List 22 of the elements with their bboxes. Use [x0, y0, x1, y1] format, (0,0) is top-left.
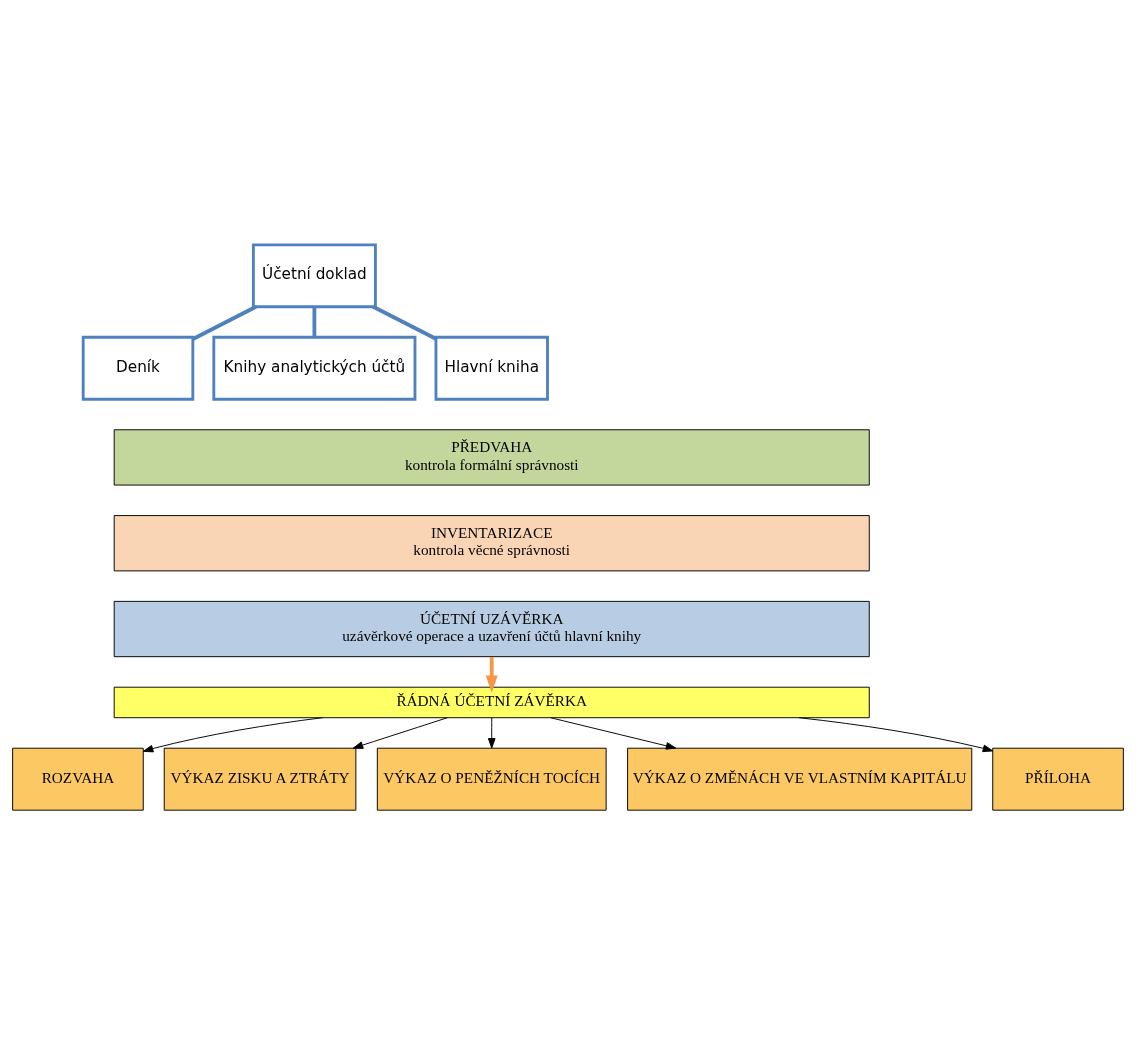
connector [192, 304, 257, 341]
node-box: PŘEDVAHA kontrola formální správnosti [113, 428, 870, 486]
arrow [485, 656, 498, 693]
node-box: VÝKAZ O ZMĚNÁCH VE VLASTNÍM KAPITÁLU [627, 747, 973, 811]
node-box: INVENTARIZACE kontrola věcné správnosti [113, 514, 870, 571]
node-box: Hlavní kniha [434, 335, 549, 401]
arrow [550, 716, 677, 750]
node-box: Knihy analytických účtů [212, 335, 417, 401]
arrow [487, 716, 496, 749]
connector [312, 306, 317, 337]
node-box: Deník [81, 335, 195, 401]
arrow [798, 716, 994, 752]
node-box: PŘÍLOHA [992, 747, 1124, 811]
arrow [352, 716, 448, 749]
node-box: ROZVAHA [12, 747, 144, 811]
node-box: Účetní doklad [251, 242, 377, 308]
connector [372, 304, 437, 340]
node-box: VÝKAZ ZISKU A ZTRÁTY [163, 747, 357, 811]
node-box: VÝKAZ O PENĚŽNÍCH TOCÍCH [376, 747, 607, 811]
arrow [142, 716, 323, 752]
node-box: ÚČETNÍ UZÁVĚRKA uzávěrkové operace a uzavření účtů hlavní knihy [113, 600, 870, 657]
node-box: ŘÁDNÁ ÚČETNÍ ZÁVĚRKA [113, 686, 870, 718]
